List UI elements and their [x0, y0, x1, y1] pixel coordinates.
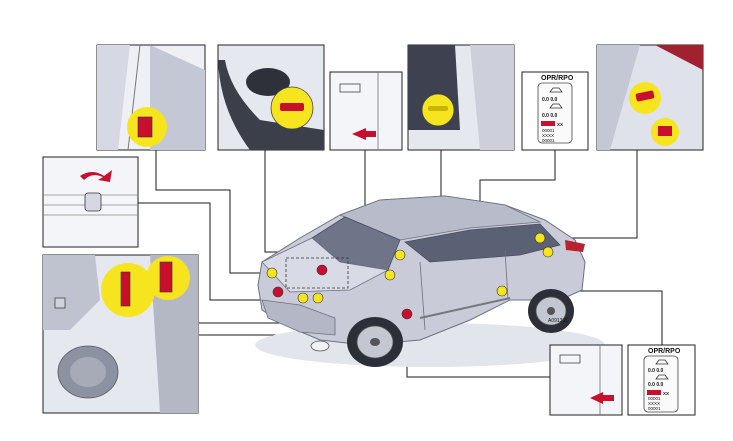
arrow-icon [352, 128, 376, 140]
plate-row-2: 0.0 0.0 [648, 382, 664, 388]
plate-line-3: 00001 [542, 138, 555, 143]
plate-line-2: XXXX [648, 401, 660, 406]
vin-plate [137, 116, 153, 138]
plate-row-1: 0.0 0.0 [648, 368, 664, 374]
panel-opr-rpo-bottom: OPR/RPO 0.0 0.0 0.0 0.0 XX 00001 XXXX 00… [627, 344, 696, 416]
car-tail-light [565, 240, 585, 252]
marker-yellow [394, 249, 406, 261]
panel-oil-cap [407, 44, 515, 151]
plate-code-mark [647, 390, 661, 395]
panel-opr-rpo-top: OPR/RPO 0.0 0.0 0.0 0.0 XX 00001 XXXX 00… [521, 71, 589, 151]
marker-yellow [297, 292, 309, 304]
marker-yellow [534, 232, 546, 244]
plate-row-2: 0.0 0.0 [542, 113, 558, 119]
marker-red [401, 308, 413, 320]
plate-code-mark [541, 121, 555, 126]
plate-row-1: 0.0 0.0 [542, 97, 558, 103]
panel-trunk [596, 44, 704, 151]
panel-door-jamb [329, 71, 403, 151]
marker-yellow [312, 292, 324, 304]
plate-line-1: 00001 [648, 396, 661, 401]
plate-line-2: XXXX [542, 133, 554, 138]
hood-dashed-area [285, 257, 349, 289]
plate-line-3: 00001 [648, 406, 661, 411]
engine-number-plate [120, 271, 131, 307]
panel-door-sill [549, 344, 623, 416]
fuel-cap-label [280, 103, 304, 111]
plate-code: XX [557, 122, 563, 127]
panel-grille-badge [42, 156, 139, 248]
plate-code: XX [663, 391, 669, 396]
car-side-strip [419, 297, 511, 319]
car-icon [549, 87, 563, 93]
car-front-wheel [347, 317, 403, 367]
marker-yellow [542, 246, 554, 258]
marker-yellow [496, 285, 508, 297]
marker-yellow [266, 267, 278, 279]
plate-line-1: 00001 [542, 128, 555, 133]
arrow-icon [80, 170, 112, 182]
car-icon [549, 103, 563, 109]
marker-red [316, 264, 328, 276]
car-door-line [419, 249, 509, 331]
car-icon [655, 374, 669, 380]
plate-title: OPR/RPO [648, 348, 681, 355]
lion-badge-icon [84, 192, 102, 212]
plate-title: OPR/RPO [541, 75, 574, 82]
car-hood [261, 237, 390, 293]
car-icon [655, 359, 669, 365]
marker-red [272, 286, 284, 298]
connector-trunk-panel [542, 150, 638, 239]
marker-yellow [384, 269, 396, 281]
diagram-code: A091331 [548, 318, 568, 324]
car-side-window [404, 223, 561, 263]
panel-fuel-cap [217, 44, 325, 151]
panel-engine-bay [42, 254, 199, 414]
car-fog-light [310, 340, 330, 352]
car-rear-wheel [528, 289, 574, 333]
panel-cowl-vin [96, 44, 206, 151]
car-front-bumper [261, 299, 336, 336]
connector-cowl-panel [155, 150, 272, 274]
arrow-icon [590, 392, 614, 404]
connector-badge-panel [137, 202, 275, 301]
car-illustration: A091331 [255, 195, 605, 367]
engine-number-plate [159, 261, 173, 293]
car-roof [338, 195, 542, 241]
